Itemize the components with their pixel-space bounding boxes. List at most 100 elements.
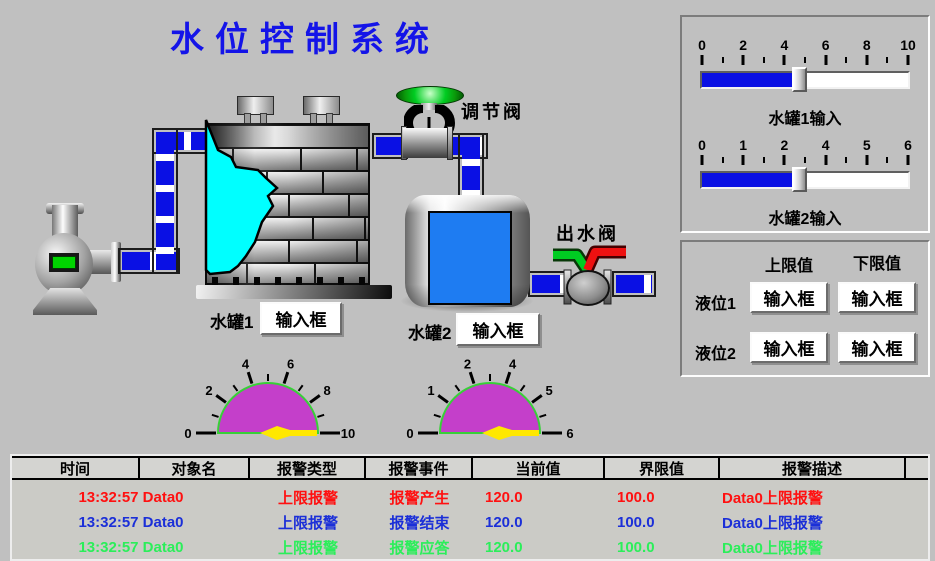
regulating-valve-label: 调节阀	[461, 102, 524, 122]
tank1-brick	[254, 218, 312, 239]
col-time: 时间	[12, 458, 140, 478]
alarm-cell: 100.0	[617, 514, 655, 531]
tank2-liquid-level	[428, 211, 512, 305]
col-event: 报警事件	[366, 458, 473, 478]
tank1-input-box[interactable]: 输入框	[260, 302, 342, 335]
scale-tick	[824, 55, 828, 65]
svg-text:0: 0	[184, 426, 191, 441]
scale-tick	[865, 55, 869, 65]
tank2-input-box[interactable]: 输入框	[456, 313, 540, 346]
svg-text:0: 0	[406, 426, 413, 441]
tank1-liquid	[204, 119, 279, 276]
limit-panel: 上限值 下限值 液位1 输入框 输入框 液位2 输入框 输入框	[680, 240, 930, 377]
slider1-ticks	[700, 55, 910, 65]
tank1-leg	[338, 277, 344, 285]
alarm-table: 时间 对象名 报警类型 报警事件 当前值 界限值 报警描述 13:32:57 D…	[10, 454, 930, 561]
level1-upper-input[interactable]: 输入框	[750, 282, 828, 313]
regulating-valve-stem	[421, 103, 437, 110]
svg-text:4: 4	[242, 357, 250, 372]
pipe-riser-left	[152, 128, 178, 274]
tank1-brick	[290, 241, 356, 262]
pipe-outlet	[612, 271, 656, 297]
slider1-fill	[702, 73, 799, 87]
scale-tick	[845, 157, 848, 163]
alarm-cell: 120.0	[485, 489, 523, 506]
tank1-brick	[316, 264, 368, 283]
tank1-leg	[212, 277, 218, 285]
pump-base	[33, 288, 97, 315]
tank1-brick	[358, 241, 368, 262]
scale-tick	[845, 57, 848, 63]
tank1-brick	[290, 195, 348, 216]
scale-tick	[886, 157, 889, 163]
pipe-tank2-out	[528, 271, 570, 297]
alarm-cell: 报警应答	[389, 540, 450, 557]
scale-tick	[782, 55, 786, 65]
scale-tick	[865, 155, 869, 165]
lower-limit-header: 下限值	[852, 256, 901, 273]
slider2-ticks	[700, 155, 910, 165]
svg-text:6: 6	[566, 426, 573, 441]
scale-label: 1	[739, 137, 748, 153]
alarm-cell: 120.0	[485, 514, 523, 531]
scale-tick	[721, 57, 724, 63]
slider1-thumb[interactable]	[791, 67, 807, 92]
tank1-brick	[314, 218, 364, 239]
col-desc: 报警描述	[720, 458, 906, 478]
level2-upper-input[interactable]: 输入框	[750, 332, 828, 363]
scale-label: 2	[739, 37, 748, 53]
level2-lower-input[interactable]: 输入框	[838, 332, 916, 363]
scale-tick	[762, 157, 765, 163]
scale-label: 6	[904, 137, 912, 153]
level1-lower-input[interactable]: 输入框	[838, 282, 916, 313]
svg-text:1: 1	[427, 383, 434, 398]
coupling-ring	[447, 126, 453, 160]
slider2-track[interactable]	[700, 167, 910, 192]
slider2-thumb[interactable]	[791, 167, 807, 192]
alarm-cell: 报警结束	[389, 515, 450, 532]
svg-text:6: 6	[287, 357, 294, 372]
scale-tick	[906, 55, 910, 65]
scale-tick	[741, 55, 745, 65]
valve-handle-green-icon	[553, 251, 591, 273]
tank1-leg	[359, 277, 365, 285]
alarm-table-header: 时间 对象名 报警类型 报警事件 当前值 界限值 报警描述	[12, 456, 928, 480]
svg-text:4: 4	[509, 357, 517, 372]
pump-flange	[111, 242, 121, 282]
scale-tick	[782, 155, 786, 165]
col-spacer	[906, 458, 928, 478]
scale-tick	[906, 155, 910, 165]
scale-tick	[741, 155, 745, 165]
scale-label: 0	[698, 37, 706, 53]
slider1-track[interactable]	[700, 67, 910, 92]
svg-text:2: 2	[205, 383, 212, 398]
page-title: 水位控制系统	[170, 21, 440, 59]
scale-label: 6	[821, 37, 830, 53]
tank1-leg	[233, 277, 239, 285]
tank1-leg	[275, 277, 281, 285]
col-object: 对象名	[140, 458, 250, 478]
col-current: 当前值	[473, 458, 605, 478]
scale-label: 4	[780, 37, 789, 53]
slider1-caption: 水罐1输入	[768, 111, 842, 128]
scale-label: 2	[780, 137, 789, 153]
outlet-valve-label: 出水阀	[556, 224, 619, 244]
col-type: 报警类型	[250, 458, 366, 478]
tank1-leg	[317, 277, 323, 285]
scale-label: 10	[900, 37, 916, 53]
tank1-vent-cap	[303, 96, 340, 115]
level2-label: 液位2	[695, 346, 736, 363]
svg-text:5: 5	[545, 383, 552, 398]
outlet-valve[interactable]	[550, 243, 630, 307]
scale-tick	[804, 57, 806, 63]
upper-limit-header: 上限值	[764, 258, 813, 275]
alarm-cell: 100.0	[617, 489, 655, 506]
pipe-tank2-in	[458, 133, 484, 199]
scale-tick	[700, 55, 704, 65]
